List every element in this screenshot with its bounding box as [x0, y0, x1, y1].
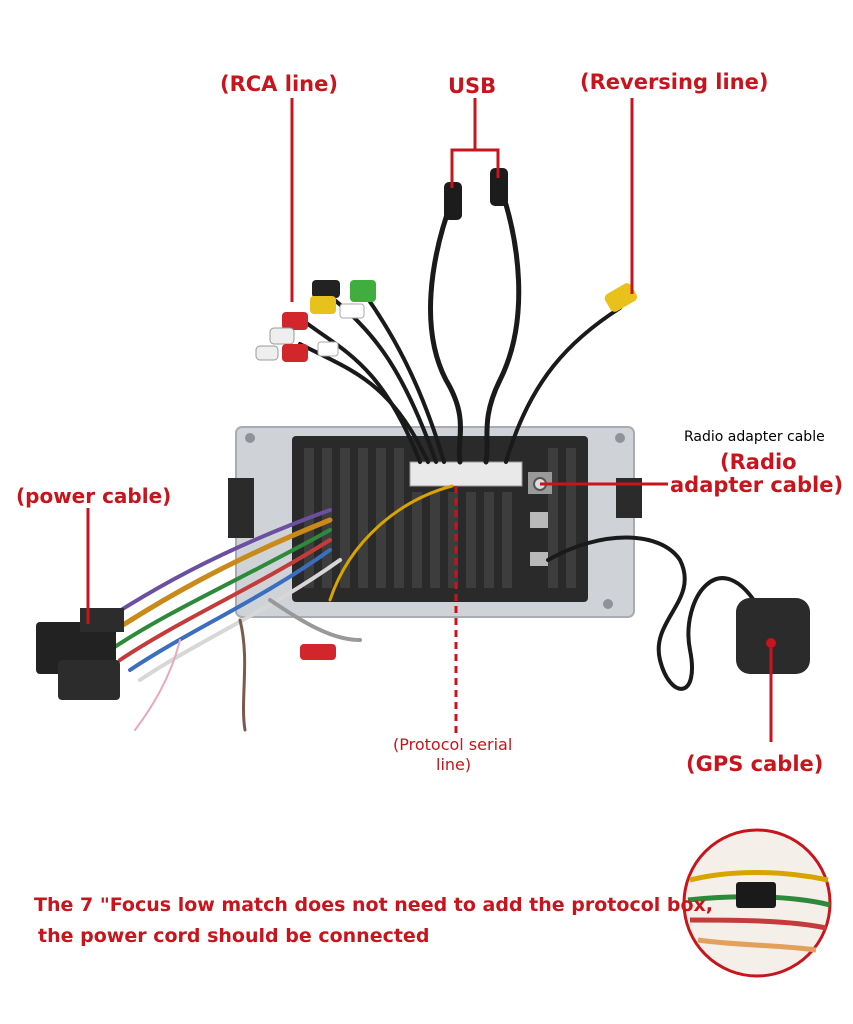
protocol-serial-label-2: line): [436, 755, 472, 774]
power-connector: [36, 608, 124, 700]
usb-plugs: [444, 168, 508, 220]
gps-cable-label: (GPS cable): [686, 752, 824, 776]
cable-bundle: [88, 177, 762, 732]
rca-line-label: (RCA line): [220, 72, 338, 96]
note-line-1: The 7 "Focus low match does not need to …: [34, 894, 714, 916]
protocol-serial-label-1: (Protocol serial: [393, 735, 513, 754]
reversing-plug: [604, 283, 638, 312]
reversing-line-label: (Reversing line): [580, 70, 769, 94]
radio-adapter-label-1: (Radio: [720, 450, 797, 474]
radio-adapter-caption: Radio adapter cable: [684, 429, 825, 445]
connector-inset-photo: [682, 828, 832, 978]
aux-rca-plug: [300, 644, 336, 660]
gps-antenna: [736, 598, 810, 674]
head-unit-body: [292, 436, 588, 602]
callout-lines: [86, 98, 773, 742]
rca-plugs: [255, 280, 376, 362]
power-cable-label: (power cable): [16, 484, 172, 508]
usb-label: USB: [448, 74, 497, 98]
radio-adapter-label-2: adapter cable): [670, 473, 844, 497]
note-line-2: the power cord should be connected: [38, 925, 430, 947]
